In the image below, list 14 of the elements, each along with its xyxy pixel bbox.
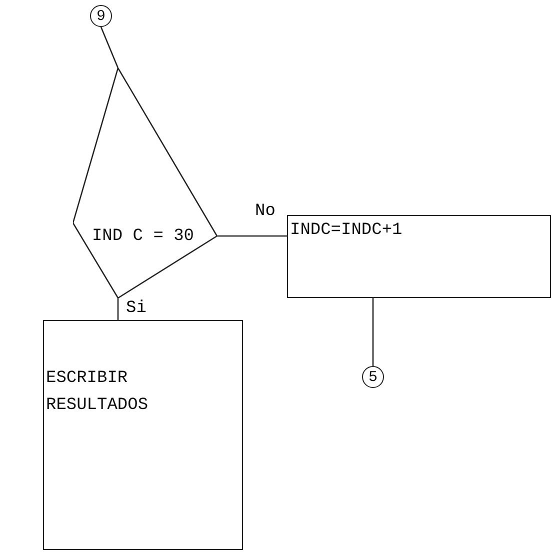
node-text: ESCRIBIR RESULTADOS (46, 368, 150, 418)
connector-line (372, 298, 374, 366)
node-text: IND C = 30 (90, 226, 196, 248)
decision-diamond (73, 68, 217, 298)
connector-line (217, 235, 287, 237)
process-box (287, 215, 551, 298)
process-box (43, 320, 243, 550)
connector-circle (362, 366, 384, 388)
connector-circle (90, 5, 112, 27)
node-text: INDC=INDC+1 (290, 220, 404, 242)
connector-line (117, 298, 119, 320)
connector-number: 9 (96, 8, 106, 24)
connector-number: 5 (368, 370, 378, 384)
connector-line (100, 26, 119, 68)
